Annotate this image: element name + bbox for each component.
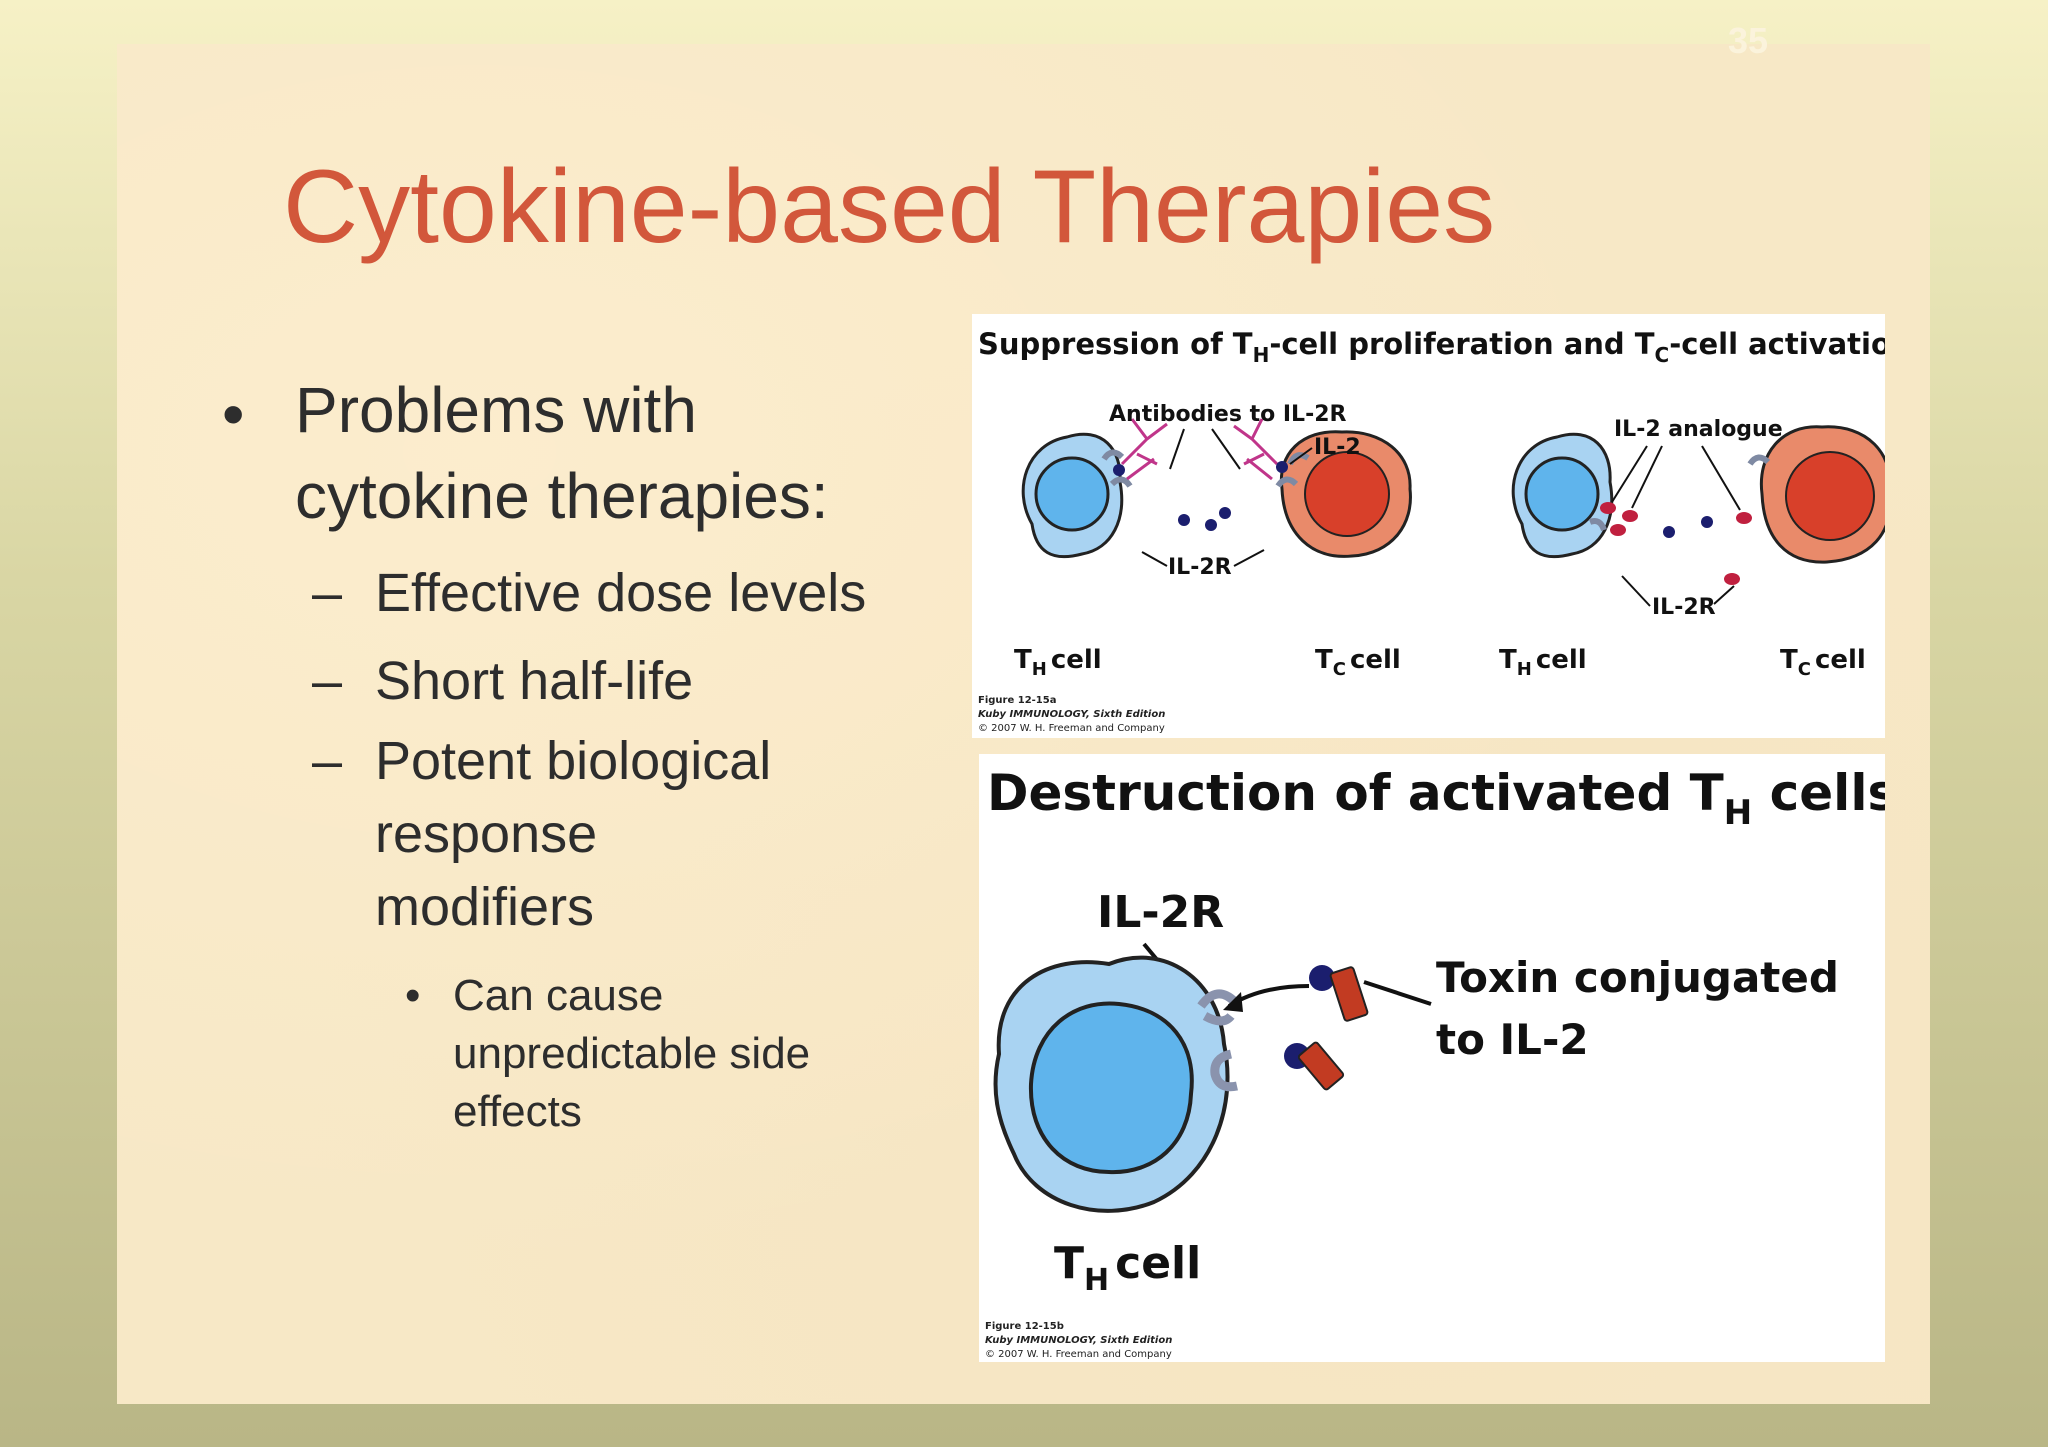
arrow-head-icon — [1223, 992, 1243, 1012]
figure-suppression-diagram: Suppression of TH-cell proliferation and… — [978, 327, 1885, 734]
pointer-line — [1363, 980, 1432, 1006]
figure-destruction-diagram: Destruction of activated TH cells IL-2R … — [985, 764, 1885, 1360]
sub-bullet-potent-line3: modifiers — [375, 877, 595, 937]
il2-dot — [1701, 516, 1713, 528]
il2r-receptor-icon — [1275, 476, 1299, 488]
figure-b-heading: Destruction of activated TH cells — [987, 764, 1885, 833]
pointer-line — [1713, 585, 1735, 605]
pointer-line — [1289, 447, 1313, 465]
th-nucleus-left — [1034, 456, 1110, 532]
figure-suppression: Suppression of TH-cell proliferation and… — [972, 314, 1885, 738]
toxin-icon — [1329, 966, 1369, 1022]
pointer-line — [1141, 551, 1168, 567]
dash-marker-3: – — [312, 731, 343, 791]
sub-bullet-half-life: Short half-life — [375, 651, 694, 711]
sub-bullet-potent-line2: response — [375, 804, 598, 864]
subsub-line3: effects — [453, 1087, 582, 1136]
pointer-line — [1169, 428, 1185, 470]
figure-b-credit-3: © 2007 W. H. Freeman and Company — [985, 1349, 1172, 1360]
page-number: 35 — [1728, 20, 1769, 61]
subsub-line2: unpredictable side — [453, 1029, 811, 1078]
subsub-line1: Can cause — [453, 971, 664, 1020]
il2r-receptor-icon — [1287, 452, 1310, 466]
figure-b-credit-2: Kuby IMMUNOLOGY, Sixth Edition — [985, 1335, 1172, 1346]
tc-nucleus-right — [1785, 451, 1875, 541]
il2-dot — [1113, 464, 1125, 476]
figure-a-heading: Suppression of TH-cell proliferation and… — [978, 327, 1885, 367]
il2-analogue-icon — [1622, 510, 1638, 522]
pointer-line — [1233, 549, 1265, 567]
label-il2r-left: IL-2R — [1168, 555, 1232, 580]
figure-a-credit-2: Kuby IMMUNOLOGY, Sixth Edition — [978, 709, 1165, 720]
il2-dot — [1276, 461, 1288, 473]
pointer-line — [1631, 445, 1663, 509]
label-il2r-right: IL-2R — [1652, 595, 1716, 620]
il2-dot — [1309, 965, 1335, 991]
label-toxin-line1: Toxin conjugated — [1436, 953, 1839, 1002]
figure-a-credit-3: © 2007 W. H. Freeman and Company — [978, 723, 1165, 734]
il2r-receptor-icon — [1210, 1049, 1238, 1092]
antibody-icon — [1120, 418, 1168, 481]
il2-dot — [1205, 519, 1217, 531]
il2r-receptor-icon — [1747, 454, 1771, 466]
il2-dot — [1178, 514, 1190, 526]
bullet-marker: • — [222, 378, 245, 450]
il2r-receptor-icon — [1109, 476, 1133, 488]
toxin-icon — [1297, 1041, 1345, 1091]
small-bullet-marker: • — [405, 971, 421, 1020]
label-il2-analogue: IL-2 analogue — [1614, 417, 1783, 442]
figure-b-credit-1: Figure 12-15b — [985, 1321, 1064, 1332]
bullet-main-line2: cytokine therapies: — [295, 460, 829, 532]
il2r-receptor-icon — [1101, 449, 1125, 461]
figure-destruction: Destruction of activated TH cells IL-2R … — [979, 754, 1885, 1362]
th-nucleus-right — [1524, 456, 1600, 532]
pointer-line — [1211, 428, 1241, 470]
label-antibodies: Antibodies to IL-2R — [1109, 402, 1347, 427]
slide-title: Cytokine-based Therapies — [283, 149, 1496, 265]
il2-analogue-icon — [1736, 512, 1752, 524]
bullet-main-line1: Problems with — [295, 374, 697, 446]
figure-a-credit-1: Figure 12-15a — [978, 695, 1056, 706]
tc-nucleus-left — [1304, 451, 1390, 537]
il2-analogue-icon — [1724, 573, 1740, 585]
label-toxin-line2: to IL-2 — [1436, 1015, 1589, 1064]
pointer-line — [1701, 445, 1741, 511]
il2-dot — [1219, 507, 1231, 519]
dash-marker-2: – — [312, 651, 343, 711]
antibody-icon — [1233, 418, 1279, 481]
il2r-receptor-icon — [1197, 989, 1239, 1026]
label-il2: IL-2 — [1314, 435, 1361, 460]
il2-dot — [1663, 526, 1675, 538]
sub-bullet-potent-line1: Potent biological — [375, 731, 772, 791]
sub-bullet-dose: Effective dose levels — [375, 563, 867, 623]
label-il2r: IL-2R — [1097, 887, 1224, 938]
pointer-line — [1611, 445, 1648, 503]
dash-marker-1: – — [312, 563, 343, 623]
pointer-line — [1621, 575, 1651, 607]
th-nucleus — [1028, 1001, 1194, 1175]
il2-analogue-icon — [1610, 524, 1626, 536]
il2r-receptor-icon — [1588, 518, 1607, 532]
il2-analogue-icon — [1600, 502, 1616, 514]
